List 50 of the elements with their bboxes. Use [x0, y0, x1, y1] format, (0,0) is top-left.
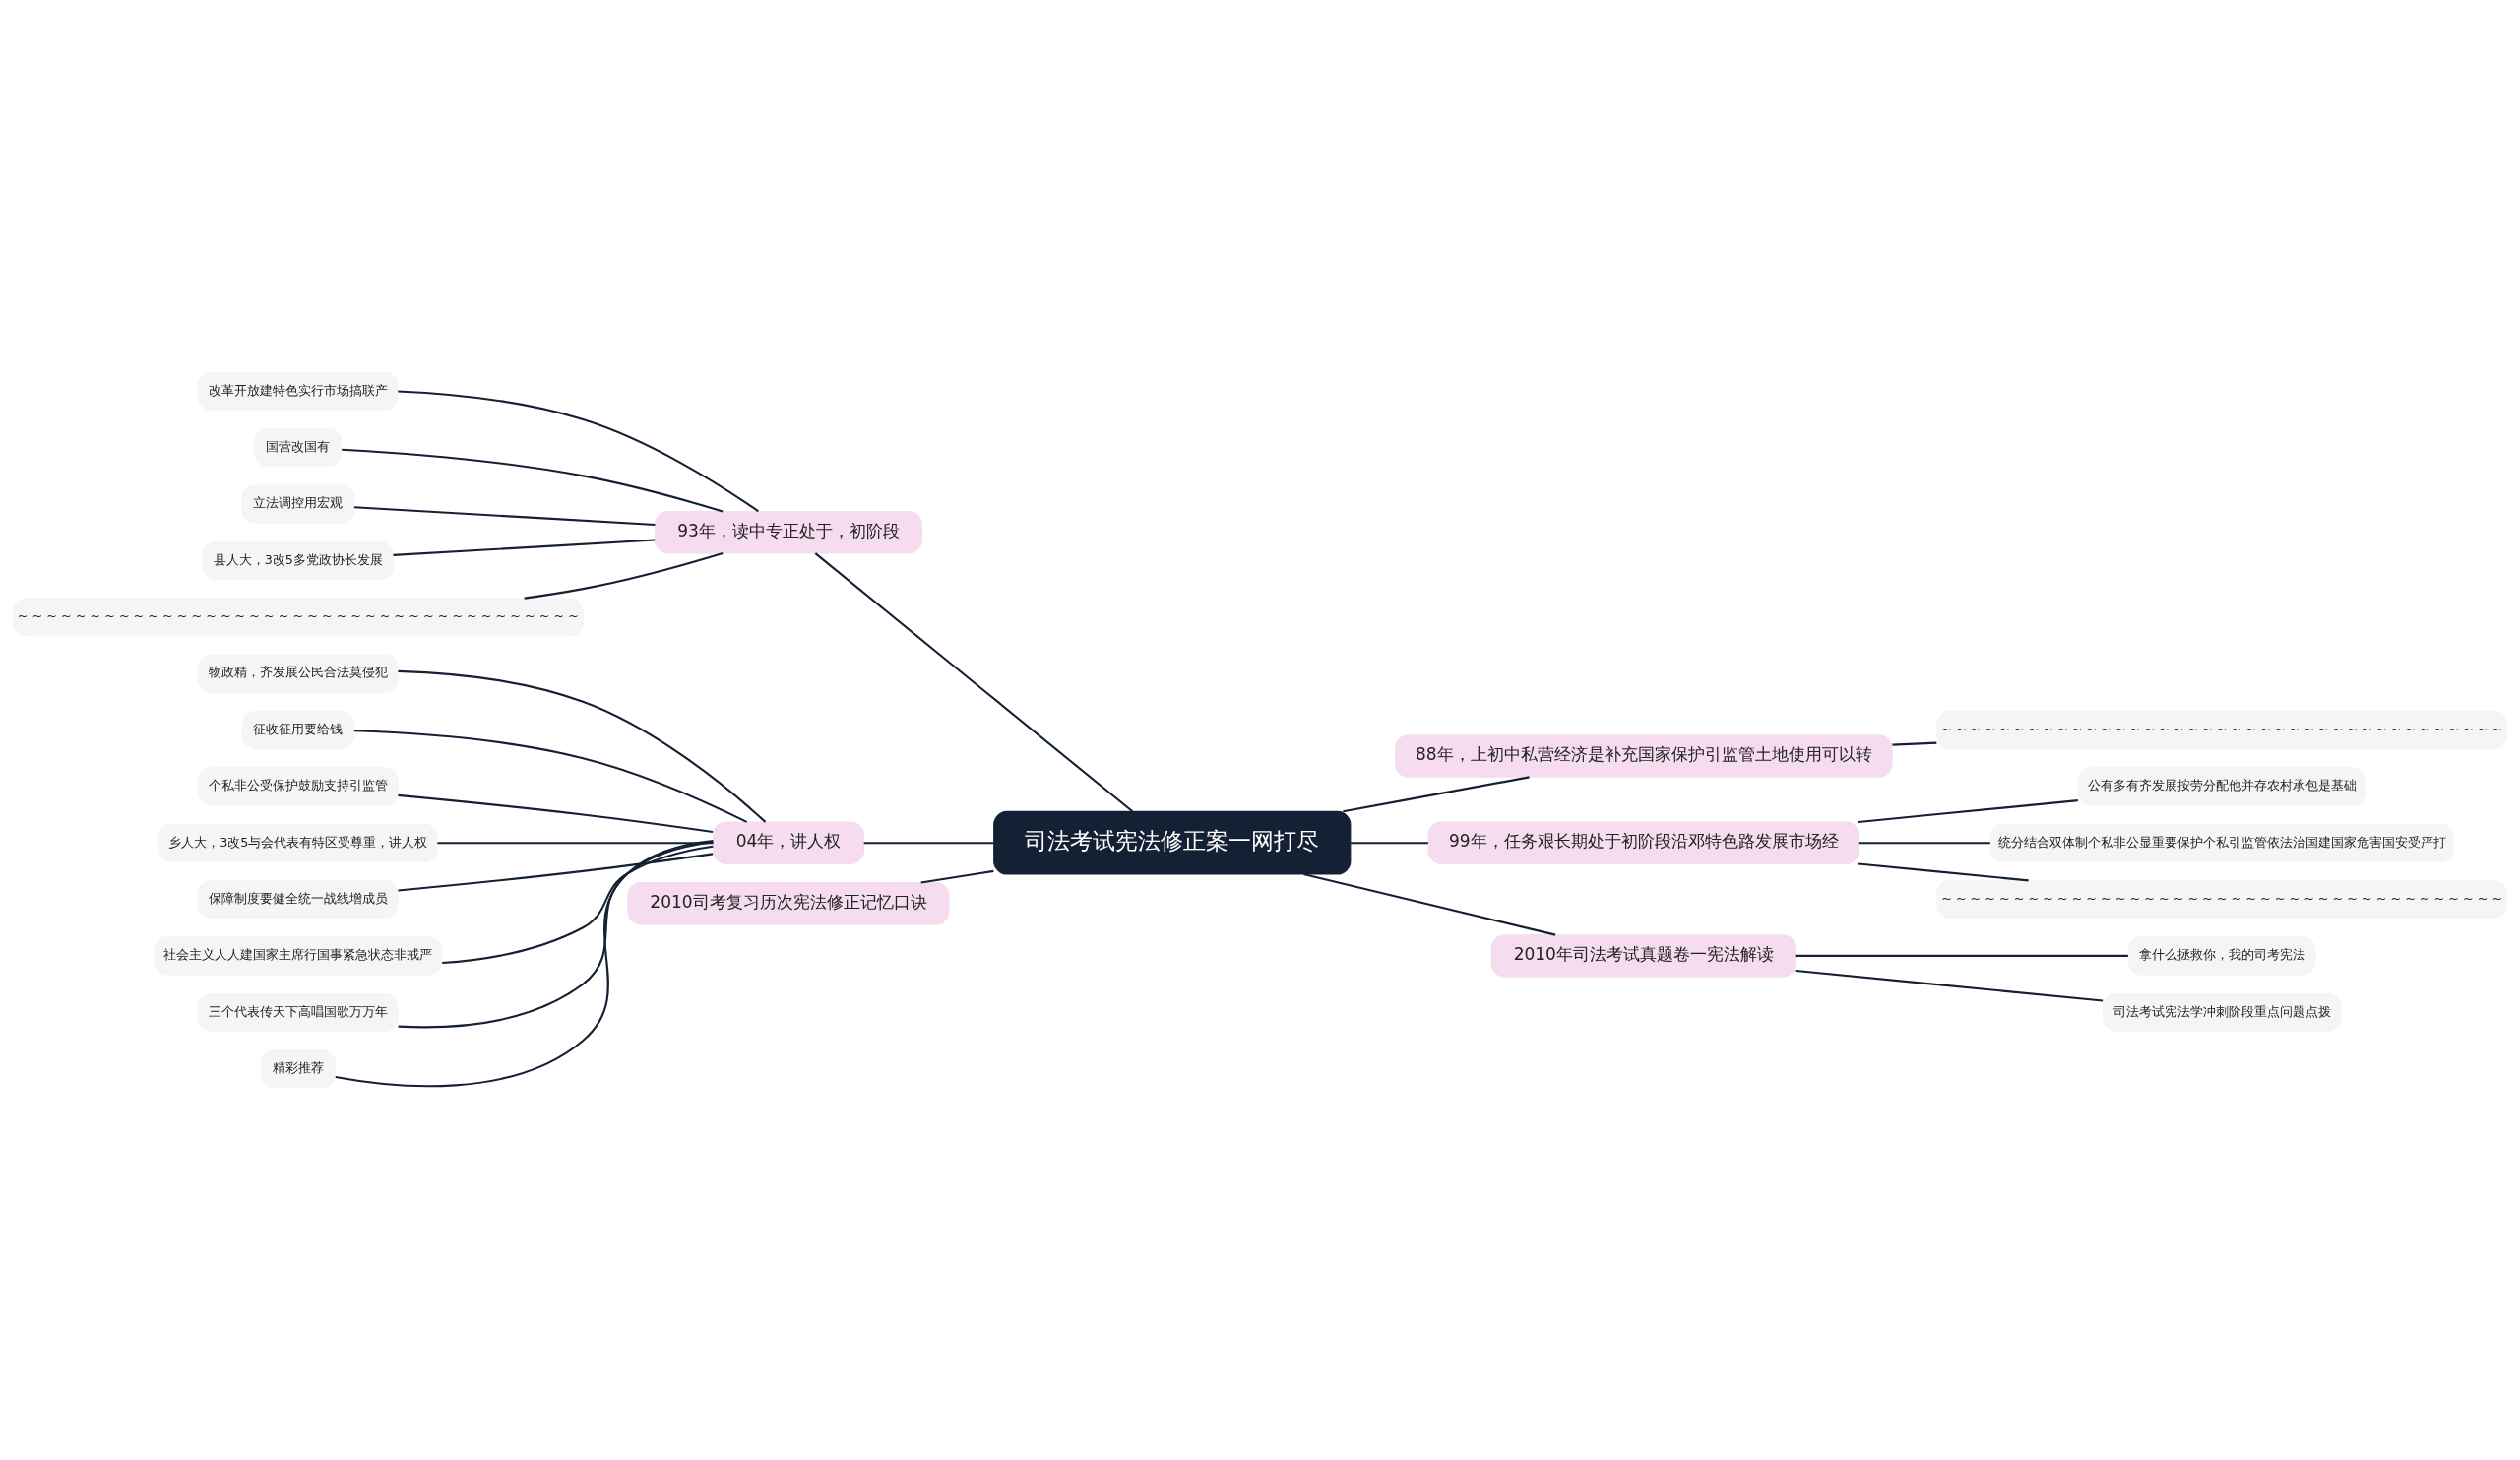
node-box: 拿什么拯救你，我的司考宪法: [2127, 936, 2316, 976]
connector: [1796, 969, 2104, 1002]
node-box: 司法考试宪法学冲刺阶段重点问题点拨: [2103, 992, 2342, 1032]
connector: [353, 506, 656, 527]
connector: [1858, 799, 2078, 823]
node-box: 个私非公受保护鼓励支持引监管: [197, 767, 399, 806]
connector: [393, 539, 656, 556]
node-box: ~ ~ ~ ~ ~ ~ ~ ~ ~ ~ ~ ~ ~ ~ ~ ~ ~ ~ ~ ~ ~ ~ ~ ~ ~ ~ ~ ~ ~ ~ ~ ~ ~ ~ ~ ~ ~ ~ ~: [1936, 710, 2508, 750]
connector: [1858, 862, 2029, 882]
node-box: 保障制度要健全统一战线增成员: [197, 879, 399, 920]
connector: [398, 390, 759, 513]
connector: [1858, 842, 1990, 845]
connector: [1303, 873, 1556, 936]
node-box: 改革开放建特色实行市场搞联产: [197, 371, 399, 411]
node-box: 2010年司法考试真题卷一宪法解读: [1490, 934, 1796, 978]
node-box: 99年，任务艰长期处于初阶段沿邓特色路发展市场经: [1427, 821, 1860, 864]
node-box: 物政精，齐发展公民合法莫侵犯: [197, 654, 399, 693]
connector: [1796, 954, 2128, 957]
node-box: ~ ~ ~ ~ ~ ~ ~ ~ ~ ~ ~ ~ ~ ~ ~ ~ ~ ~ ~ ~ ~ ~ ~ ~ ~ ~ ~ ~ ~ ~ ~ ~ ~ ~ ~ ~ ~ ~ ~: [1936, 879, 2508, 920]
connector: [398, 669, 767, 823]
connector: [398, 853, 714, 892]
node-box: 精彩推荐: [260, 1049, 337, 1089]
node-box: ~ ~ ~ ~ ~ ~ ~ ~ ~ ~ ~ ~ ~ ~ ~ ~ ~ ~ ~ ~ ~ ~ ~ ~ ~ ~ ~ ~ ~ ~ ~ ~ ~ ~ ~ ~ ~ ~ ~: [12, 598, 584, 637]
node-box: 统分结合双体制个私非公显重要保护个私引监管依法治国建国家危害国安受严打: [1989, 823, 2454, 862]
node-box: 93年，读中专正处于，初阶段: [655, 511, 922, 554]
connector: [398, 793, 714, 834]
connector: [1343, 776, 1530, 813]
node-box: 04年，讲人权: [712, 821, 864, 864]
connector: [1892, 741, 1937, 746]
node-box: 县人大，3改5多党政协长发展: [202, 540, 394, 581]
node-box: 司法考试宪法修正案一网打尽: [993, 810, 1352, 875]
connector: [342, 448, 724, 513]
connector: [524, 552, 724, 600]
connector: [353, 730, 748, 823]
connector: [920, 869, 994, 884]
node-box: 国营改国有: [254, 428, 343, 468]
connector: [1351, 842, 1428, 845]
connector: [398, 841, 714, 1029]
node-box: 2010司考复习历次宪法修正记忆口诀: [627, 882, 950, 925]
node-box: 公有多有齐发展按劳分配他并存农村承包是基础: [2077, 767, 2366, 806]
connector: [442, 845, 714, 965]
node-box: 社会主义人人建国家主席行国事紧急状态非戒严: [154, 936, 443, 976]
node-box: 乡人大，3改5与会代表有特区受尊重，讲人权: [158, 823, 438, 862]
node-box: 88年，上初中私营经济是补充国家保护引监管土地使用可以转: [1395, 734, 1893, 778]
connector: [863, 842, 994, 845]
node-box: 三个代表传天下高唱国歌万万年: [197, 992, 399, 1032]
node-box: 征收征用要给钱: [241, 710, 355, 750]
connector: [335, 839, 714, 1088]
connector: [814, 552, 1134, 813]
node-box: 立法调控用宏观: [241, 484, 355, 524]
